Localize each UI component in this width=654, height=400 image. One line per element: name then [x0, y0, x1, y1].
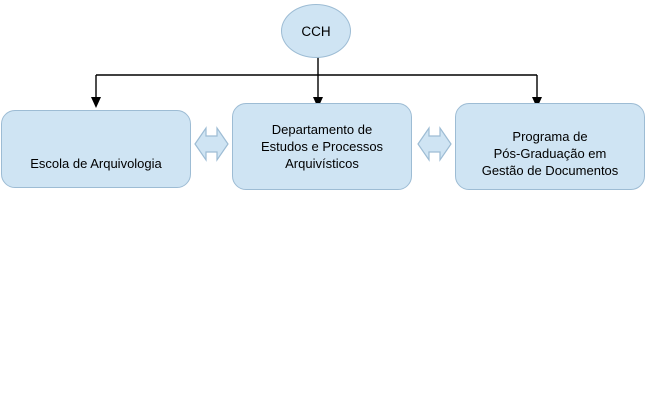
node-cch[interactable]: CCH: [281, 4, 351, 58]
arrowhead-left: [91, 97, 101, 108]
double-arrow-departamento-programa: [417, 126, 452, 162]
node-programa-label: Programa de Pós-Graduação em Gestão de D…: [481, 129, 619, 178]
node-departamento-label: Departamento de Estudos e Processos Arqu…: [260, 122, 384, 171]
double-arrow-escola-departamento: [194, 126, 229, 162]
node-departamento-de-estudos-e-processos-arquivisticos[interactable]: Departamento de Estudos e Processos Arqu…: [232, 103, 412, 190]
node-escola-de-arquivologia[interactable]: Escola de Arquivologia: [1, 110, 191, 188]
node-cch-label: CCH: [301, 23, 331, 39]
node-escola-label: Escola de Arquivologia: [30, 155, 162, 171]
node-programa-de-pos-graduacao-em-gestao-de-documentos[interactable]: Programa de Pós-Graduação em Gestão de D…: [455, 103, 645, 190]
